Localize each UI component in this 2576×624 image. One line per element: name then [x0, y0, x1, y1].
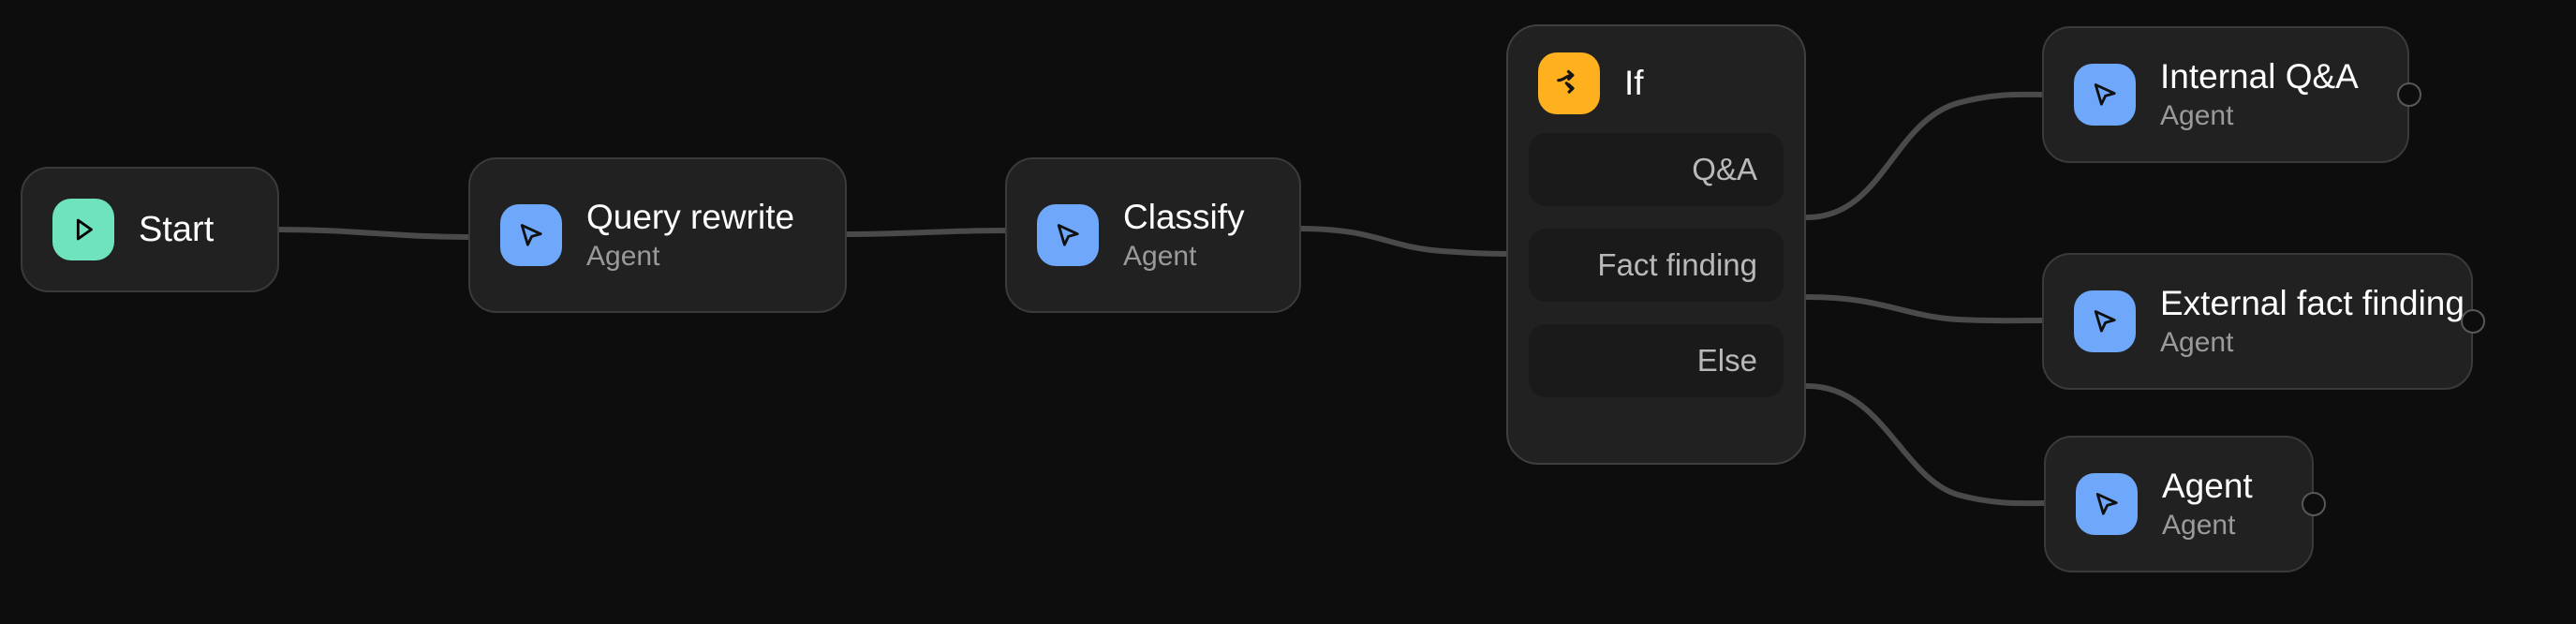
edge-query-rewrite-to-classify — [843, 228, 1008, 237]
node-internal-qa[interactable]: Internal Q&A Agent — [2042, 26, 2421, 163]
node-title: Start — [139, 209, 215, 249]
cursor-arrow-icon — [1037, 204, 1099, 266]
edge-qa-to-internal-qa — [1804, 91, 2045, 220]
if-header: If — [1529, 47, 1784, 114]
branch-row-qa[interactable]: Q&A — [1529, 133, 1784, 206]
edge-else-to-agent — [1804, 383, 2047, 507]
node-query-rewrite[interactable]: Query rewrite Agent — [468, 157, 847, 313]
node-title: Classify — [1123, 198, 1245, 237]
output-port[interactable] — [2397, 82, 2421, 107]
if-branch-list: Q&A Fact finding Else — [1529, 133, 1784, 397]
node-title: External fact finding — [2160, 284, 2465, 323]
cursor-arrow-icon — [2074, 64, 2136, 126]
node-title: Query rewrite — [586, 198, 795, 237]
node-subtitle: Agent — [586, 240, 660, 272]
cursor-arrow-icon — [2074, 290, 2136, 352]
node-if[interactable]: If Q&A Fact finding Else — [1506, 24, 1806, 465]
play-icon — [52, 199, 114, 260]
node-classify[interactable]: Classify Agent — [1005, 157, 1301, 313]
node-title: Agent — [2162, 467, 2253, 506]
node-title: Internal Q&A — [2160, 57, 2359, 97]
branch-label: Else — [1696, 343, 1757, 378]
branch-arrow-icon — [1538, 52, 1600, 114]
node-subtitle: Agent — [2162, 509, 2236, 541]
branch-label: Q&A — [1692, 152, 1757, 186]
cursor-arrow-icon — [2076, 473, 2138, 535]
output-port[interactable] — [2302, 492, 2326, 516]
edge-fact-finding-to-external-fact-finding — [1804, 294, 2045, 324]
edge-start-to-query-rewrite — [275, 227, 471, 240]
node-subtitle: Agent — [2160, 99, 2234, 131]
node-subtitle: Agent — [2160, 326, 2234, 358]
branch-label: Fact finding — [1597, 247, 1757, 282]
node-subtitle: Agent — [1123, 240, 1197, 272]
branch-row-fact-finding[interactable]: Fact finding — [1529, 229, 1784, 302]
if-title: If — [1624, 64, 1644, 102]
branch-row-else[interactable]: Else — [1529, 324, 1784, 397]
node-agent[interactable]: Agent Agent — [2044, 436, 2326, 572]
edge-classify-to-if — [1297, 226, 1520, 257]
node-external-fact-finding[interactable]: External fact finding Agent — [2042, 253, 2485, 390]
output-port[interactable] — [2461, 309, 2485, 334]
cursor-arrow-icon — [500, 204, 562, 266]
node-start[interactable]: Start — [21, 167, 279, 292]
